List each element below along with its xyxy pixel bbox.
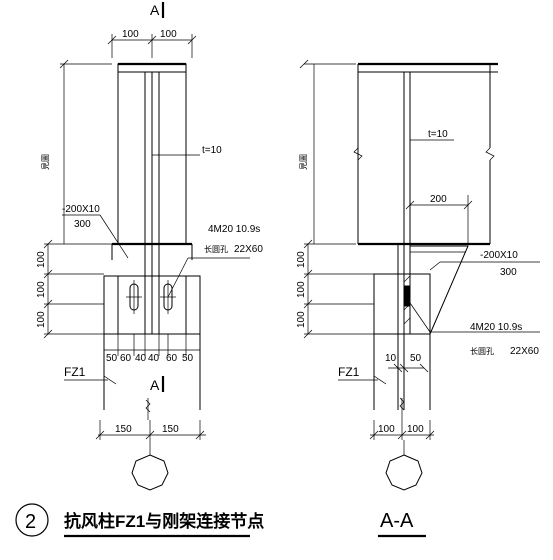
right-view: 見圖 t=10 200 -200X10 300 xyxy=(296,59,540,491)
bottom-dim-2: 60 xyxy=(120,353,132,364)
left-bolt-note-1: 4M20 10.9s xyxy=(208,224,260,235)
right-side-dim-2: 100 xyxy=(296,281,307,298)
detail-number: 2 xyxy=(25,511,36,533)
right-bolt-note-1: 4M20 10.9s xyxy=(470,322,522,333)
left-side-dim-1: 100 xyxy=(36,251,47,268)
left-side-dim-2: 100 xyxy=(36,281,47,298)
left-base-dim-1: 150 xyxy=(115,424,132,435)
top-dim-1: 100 xyxy=(122,29,139,40)
left-bolt-note-3: 22X60 xyxy=(234,244,263,255)
right-bolt-note-2: 长圆孔 xyxy=(470,346,494,356)
bottom-dim-4: 40 xyxy=(148,353,160,364)
right-bolt-note-3: 22X60 xyxy=(510,346,539,357)
right-column-label: FZ1 xyxy=(338,365,360,379)
detail-number-circle xyxy=(15,503,49,537)
right-base-dim-2: 100 xyxy=(407,424,424,435)
right-side-dim-1: 100 xyxy=(296,251,307,268)
bottom-dim-3: 40 xyxy=(135,353,147,364)
right-plate-note-1: -200X10 xyxy=(480,250,518,261)
right-side-dim-3: 100 xyxy=(296,311,307,328)
section-title: A-A xyxy=(380,510,414,532)
right-height-label: 見圖 xyxy=(299,154,308,170)
left-base-dim-2: 150 xyxy=(162,424,179,435)
section-mark-top: A xyxy=(150,2,160,18)
right-plate-note-2: 300 xyxy=(500,267,517,278)
section-mark-bottom: A xyxy=(150,377,160,393)
bottom-dim-6: 50 xyxy=(182,353,194,364)
right-small-dim-1: 10 xyxy=(385,353,397,364)
bottom-dim-5: 60 xyxy=(166,353,178,364)
left-height-label: 見圖 xyxy=(41,154,50,170)
drawing-footer: 2 抗风柱FZ1与刚架连接节点 A-A xyxy=(15,503,426,538)
detail-title: 抗风柱FZ1与刚架连接节点 xyxy=(64,511,264,531)
right-dim-200: 200 xyxy=(430,194,447,205)
left-plate-note-1: -200X10 xyxy=(62,204,100,215)
top-dim-2: 100 xyxy=(160,29,177,40)
left-web-thickness: t=10 xyxy=(202,145,222,156)
left-view: A 100 100 見圖 t=10 -200X10 300 xyxy=(36,2,263,491)
right-web-thickness: t=10 xyxy=(428,129,448,140)
right-small-dim-2: 50 xyxy=(410,353,422,364)
right-base-dim-1: 100 xyxy=(378,424,395,435)
left-plate-note-2: 300 xyxy=(74,219,91,230)
left-bolt-note-2: 长圆孔 xyxy=(204,244,228,254)
left-column-label: FZ1 xyxy=(64,365,86,379)
left-side-dim-3: 100 xyxy=(36,311,47,328)
bottom-dim-1: 50 xyxy=(106,353,118,364)
